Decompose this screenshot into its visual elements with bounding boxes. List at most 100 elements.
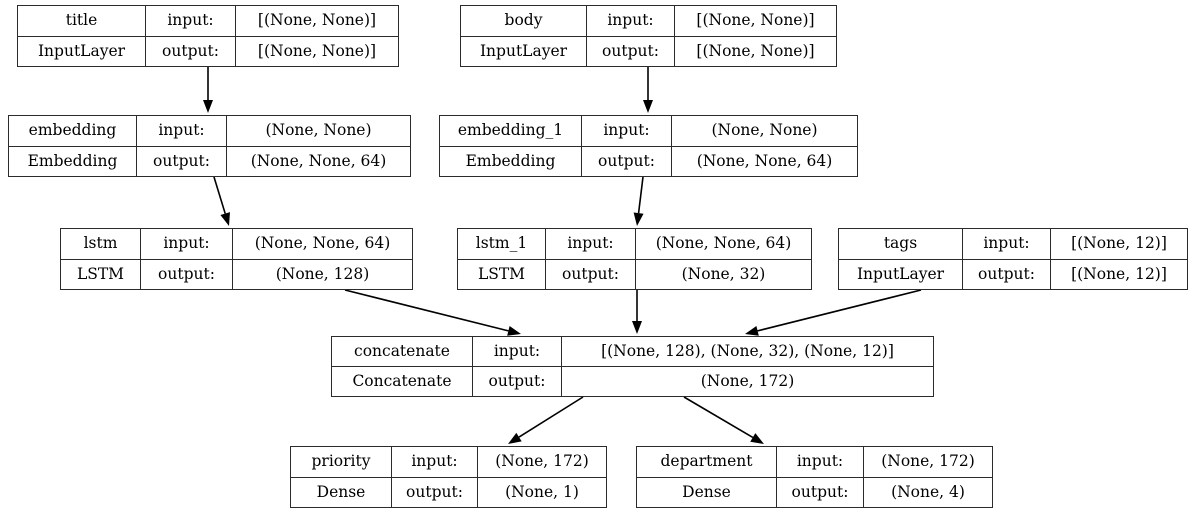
output-shape: (None, None, 64): [696, 151, 833, 170]
output-label: output:: [141, 259, 233, 289]
input-shape: (None, None, 64): [655, 234, 792, 252]
edge-embedding_1-to-lstm_1: [633, 176, 644, 226]
output-shape: (None, 4): [891, 482, 965, 501]
input-shape: (None, None): [711, 121, 818, 139]
layer-name: embedding_1: [440, 116, 582, 146]
output-label: output:: [777, 477, 864, 507]
edge-embedding-to-lstm: [213, 176, 230, 226]
layer-name: department: [637, 447, 777, 477]
layer-name: body: [461, 6, 587, 36]
input-label: input:: [963, 229, 1051, 259]
input-shape: [(None, 12)]: [1071, 234, 1167, 252]
output-label: output:: [146, 36, 236, 66]
input-label: input:: [587, 6, 675, 36]
layer-class-name: InputLayer: [18, 36, 146, 66]
input-shape: (None, None, 64): [254, 234, 391, 252]
output-shape: (None, None, 64): [250, 151, 387, 170]
edge-line: [683, 396, 754, 439]
input-label: input:: [582, 116, 672, 146]
edge-lstm-to-concatenate: [344, 289, 521, 336]
output-shape: (None, 128): [275, 264, 370, 283]
layer-class-name: Embedding: [440, 146, 582, 176]
layer-class-name: Embedding: [9, 146, 137, 176]
output-label: output:: [587, 36, 675, 66]
edge-line: [757, 289, 922, 332]
edge-line: [213, 176, 226, 214]
layer-name: embedding: [9, 116, 137, 146]
input-shape: (None, 172): [881, 452, 975, 470]
arrowhead-icon: [203, 100, 213, 113]
input-label: input:: [777, 447, 864, 477]
arrowhead-icon: [750, 433, 764, 444]
input-label: input:: [137, 116, 227, 146]
output-shape: (None, 32): [681, 264, 766, 283]
output-label: output:: [137, 146, 227, 176]
edge-line: [637, 176, 644, 214]
arrowhead-icon: [507, 325, 521, 336]
input-label: input:: [392, 447, 478, 477]
layer-name: lstm: [61, 229, 141, 259]
layer-name: concatenate: [332, 337, 473, 366]
layer-class-name: LSTM: [61, 259, 141, 289]
output-label: output:: [473, 367, 562, 396]
layer-class-name: Concatenate: [332, 367, 473, 396]
edge-body-to-embedding_1: [643, 67, 653, 113]
input-shape: [(None, None)]: [257, 11, 377, 29]
edge-line: [518, 396, 584, 438]
input-shape: (None, None): [265, 121, 372, 139]
output-label: output:: [546, 259, 636, 289]
input-label: input:: [141, 229, 233, 259]
layer-class-name: Dense: [291, 477, 392, 507]
arrowhead-icon: [745, 325, 759, 336]
edge-line: [344, 289, 509, 332]
output-shape: [(None, None)]: [696, 41, 815, 60]
layer-class-name: LSTM: [458, 259, 546, 289]
input-label: input:: [146, 6, 236, 36]
output-label: output:: [392, 477, 478, 507]
arrowhead-icon: [632, 321, 642, 334]
edge-concatenate-to-department: [683, 396, 764, 444]
arrowhead-icon: [633, 212, 644, 226]
input-shape: [(None, 128), (None, 32), (None, 12)]: [601, 341, 894, 360]
layer-name: tags: [839, 229, 963, 259]
layer-name: title: [18, 6, 146, 36]
output-shape: (None, 172): [700, 371, 795, 390]
arrowhead-icon: [508, 432, 522, 444]
layer-class-name: InputLayer: [461, 36, 587, 66]
edge-tags-to-concatenate: [745, 289, 922, 336]
input-label: input:: [546, 229, 636, 259]
edge-concatenate-to-priority: [508, 396, 584, 444]
output-shape: [(None, 12)]: [1071, 264, 1167, 283]
layer-class-name: InputLayer: [839, 259, 963, 289]
